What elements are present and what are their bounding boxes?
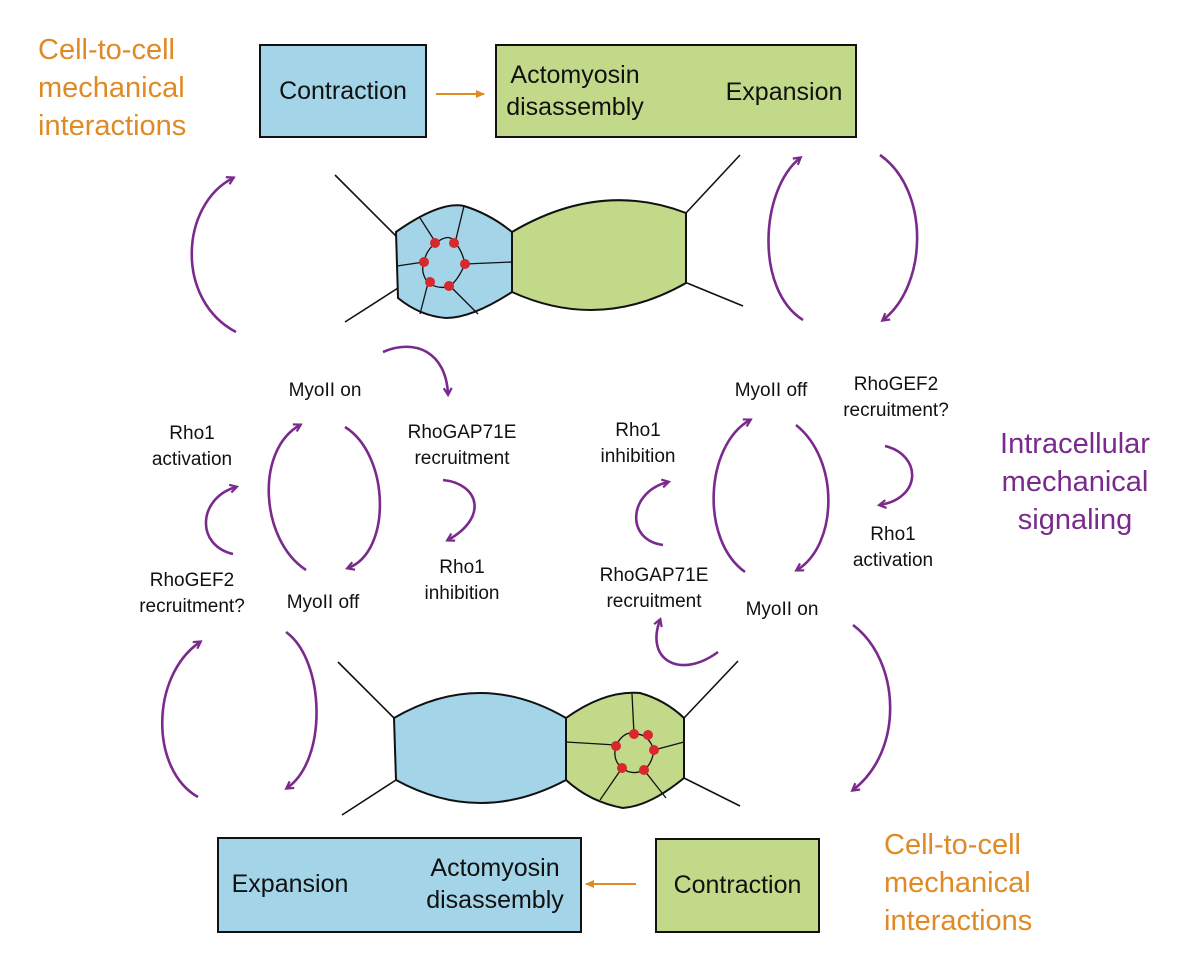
left-rho1-activation: Rho1 activation bbox=[151, 423, 233, 470]
purple-arrow-top-right-up bbox=[767, 158, 804, 322]
right-rho1-activation: Rho1 activation bbox=[852, 524, 934, 571]
junction-line bbox=[685, 154, 741, 214]
purple-arrow-myoii-on-to-off bbox=[344, 425, 382, 568]
right-myoii-on: MyoII on bbox=[745, 599, 819, 620]
top-cell-pair bbox=[334, 154, 744, 323]
top-contraction-label: Contraction bbox=[279, 77, 407, 105]
top-actomyosin-label: Actomyosin disassembly bbox=[506, 61, 644, 121]
junction-line bbox=[344, 287, 399, 323]
purple-arrow-top-left bbox=[190, 178, 237, 334]
top-side-label: Cell-to-cell mechanical interactions bbox=[38, 34, 187, 142]
purple-arrow-rhogap-to-rho1-inhibition-right bbox=[634, 482, 668, 547]
left-myoii-off: MyoII off bbox=[286, 592, 360, 613]
junction-line bbox=[686, 282, 744, 307]
purple-arrow-rhogef-to-rho1-activation-right bbox=[880, 444, 914, 505]
purple-arrow-rhogap-to-rho1-inhibition bbox=[442, 478, 476, 540]
bottom-actomyosin-label: Actomyosin disassembly bbox=[426, 854, 564, 914]
left-rho1-inhibition: Rho1 inhibition bbox=[424, 557, 500, 604]
purple-arrow-rhogef-to-rho1-activation bbox=[204, 487, 236, 556]
purple-arrow-myoii-on-to-rhogap bbox=[382, 345, 448, 394]
left-rhogap-recruitment: RhoGAP71E recruitment bbox=[407, 422, 517, 469]
right-myoii-off: MyoII off bbox=[734, 380, 808, 401]
junction-line bbox=[334, 174, 397, 237]
purple-arrow-bottom-left-up bbox=[161, 642, 200, 799]
top-expansion-label: Expansion bbox=[725, 78, 843, 106]
junction-line bbox=[683, 660, 739, 719]
left-myoii-on: MyoII on bbox=[288, 380, 362, 401]
bottom-expansion-actomyosin-box bbox=[217, 837, 582, 933]
bottom-expansion-label: Expansion bbox=[231, 870, 349, 898]
contracting-cell-green bbox=[565, 691, 685, 810]
top-actomyosin-expansion-box bbox=[495, 44, 857, 138]
purple-arrow-myoii-off-to-on bbox=[267, 425, 307, 572]
junction-line bbox=[337, 661, 395, 719]
purple-arrow-myoii-on-to-rhogap-right bbox=[656, 620, 719, 667]
purple-arrow-bottom-right bbox=[853, 623, 892, 790]
intracellular-signaling-title: Intracellular mechanical signaling bbox=[1000, 428, 1150, 536]
bottom-contraction-label: Contraction bbox=[673, 871, 802, 899]
purple-arrow-bottom-left-down bbox=[286, 630, 318, 788]
right-rhogef-recruitment: RhoGEF2 recruitment? bbox=[843, 374, 949, 421]
purple-arrow-top-right-down bbox=[879, 153, 919, 320]
right-rhogap-recruitment: RhoGAP71E recruitment bbox=[599, 565, 709, 612]
left-rhogef-recruitment: RhoGEF2 recruitment? bbox=[139, 570, 245, 617]
myosin-foci bbox=[611, 729, 659, 775]
bottom-side-label: Cell-to-cell mechanical interactions bbox=[884, 829, 1033, 937]
myosin-foci bbox=[419, 238, 470, 291]
bottom-contraction-box bbox=[655, 838, 820, 933]
expanding-cell-blue bbox=[392, 692, 567, 804]
right-rho1-inhibition: Rho1 inhibition bbox=[600, 420, 676, 467]
junction-line bbox=[341, 779, 397, 816]
contracting-cell-blue bbox=[394, 204, 513, 320]
expanding-cell-green bbox=[511, 199, 687, 311]
purple-arrow-myoii-off-to-on-right bbox=[796, 423, 830, 570]
junction-line bbox=[683, 777, 741, 807]
purple-arrow-myoii-on-to-off-right bbox=[712, 420, 750, 574]
top-contraction-box bbox=[259, 44, 427, 138]
purple-arrows bbox=[161, 153, 919, 799]
bottom-cell-pair bbox=[337, 660, 741, 816]
